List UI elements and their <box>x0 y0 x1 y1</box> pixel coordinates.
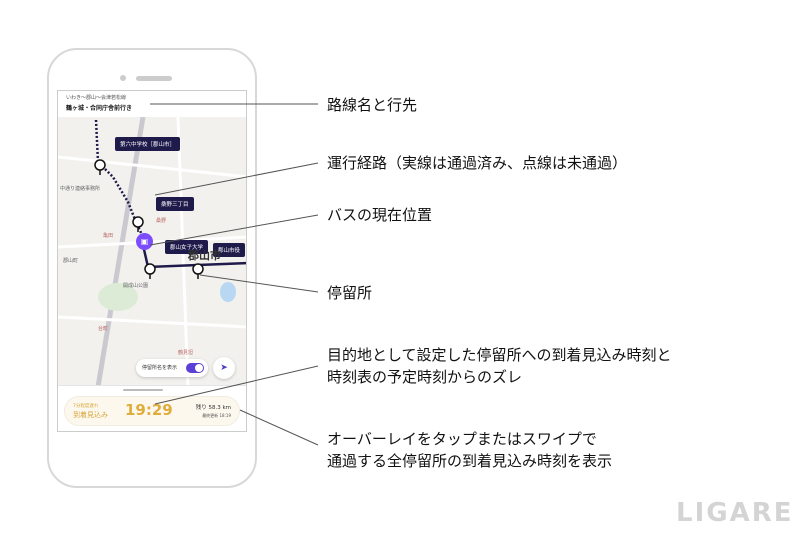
city-label: 郡山市 <box>188 249 221 262</box>
app-screen: いわき～郡山～会津若松線 鶴ヶ城・合同庁舎前行き 第六中学校［郡山市］ 桑野三丁… <box>57 90 247 432</box>
place-label: 鶴見坦 <box>178 350 194 356</box>
stop-icon <box>192 263 204 279</box>
stop-label[interactable]: 郡山女子大学 <box>165 240 209 254</box>
stop-label[interactable]: 第六中学校［郡山市］ <box>115 137 181 151</box>
last-updated: 最終更新 18:19 <box>202 413 231 418</box>
delay-text: 7分程度遅れ <box>73 404 99 409</box>
bus-icon[interactable]: ▣ <box>136 233 153 250</box>
annotation-overlay: オーバーレイをタップまたはスワイプで 通過する全停留所の到着見込み時刻を表示 <box>327 430 613 470</box>
arrival-overlay[interactable]: 7分程度遅れ 到着見込み 19:29 残り 58.3 km 最終更新 18:19 <box>58 385 246 431</box>
route-name: いわき～郡山～会津若松線 <box>66 95 127 101</box>
stop-icon <box>132 216 144 232</box>
stop-label[interactable]: 桑野三丁目 <box>156 197 194 211</box>
toggle-switch[interactable] <box>186 363 204 373</box>
camera <box>120 75 126 81</box>
drag-handle[interactable] <box>123 389 163 391</box>
arrival-label: 到着見込み <box>73 411 108 419</box>
destination: 鶴ヶ城・合同庁舎前行き <box>66 105 133 112</box>
ligare-logo: LIGARE <box>676 498 794 528</box>
route-passed <box>141 244 246 269</box>
annotation-route-name: 路線名と行先 <box>327 96 418 114</box>
pond <box>220 282 236 302</box>
park <box>98 283 138 311</box>
place-label: 郡山町 <box>63 258 79 264</box>
place-label: 桑野 <box>156 218 167 224</box>
stop-icon <box>144 263 156 279</box>
map[interactable]: 第六中学校［郡山市］ 桑野三丁目 郡山女子大学 郡山市役 郡山市 中通り連絡事務… <box>58 116 246 388</box>
stop-label[interactable]: 郡山市役 <box>213 243 246 257</box>
place-label: 台町 <box>98 326 109 332</box>
place-label: 中通り連絡事務所 <box>60 186 101 192</box>
stop-icon <box>94 159 106 175</box>
place-label: 開成山公園 <box>123 283 149 289</box>
place-label: 亀田 <box>103 233 114 239</box>
annotation-route-path: 運行経路（実線は通過済み、点線は未通過） <box>327 154 628 172</box>
road <box>95 116 146 388</box>
location-arrow-icon[interactable]: ➤ <box>213 357 235 379</box>
remaining-distance: 残り 58.3 km <box>195 405 231 411</box>
annotation-eta: 目的地として設定した停留所への到着見込み時刻と 時刻表の予定時刻からのズレ <box>327 346 672 386</box>
arrival-time: 19:29 <box>125 401 173 419</box>
annotation-bus-position: バスの現在位置 <box>327 206 433 224</box>
show-stop-names-toggle[interactable]: 停留所名を表示 <box>136 359 208 377</box>
speaker <box>136 76 172 81</box>
annotation-stop: 停留所 <box>327 284 373 302</box>
eta-card[interactable]: 7分程度遅れ 到着見込み 19:29 残り 58.3 km 最終更新 18:19 <box>64 396 240 426</box>
toggle-label: 停留所名を表示 <box>142 365 178 371</box>
